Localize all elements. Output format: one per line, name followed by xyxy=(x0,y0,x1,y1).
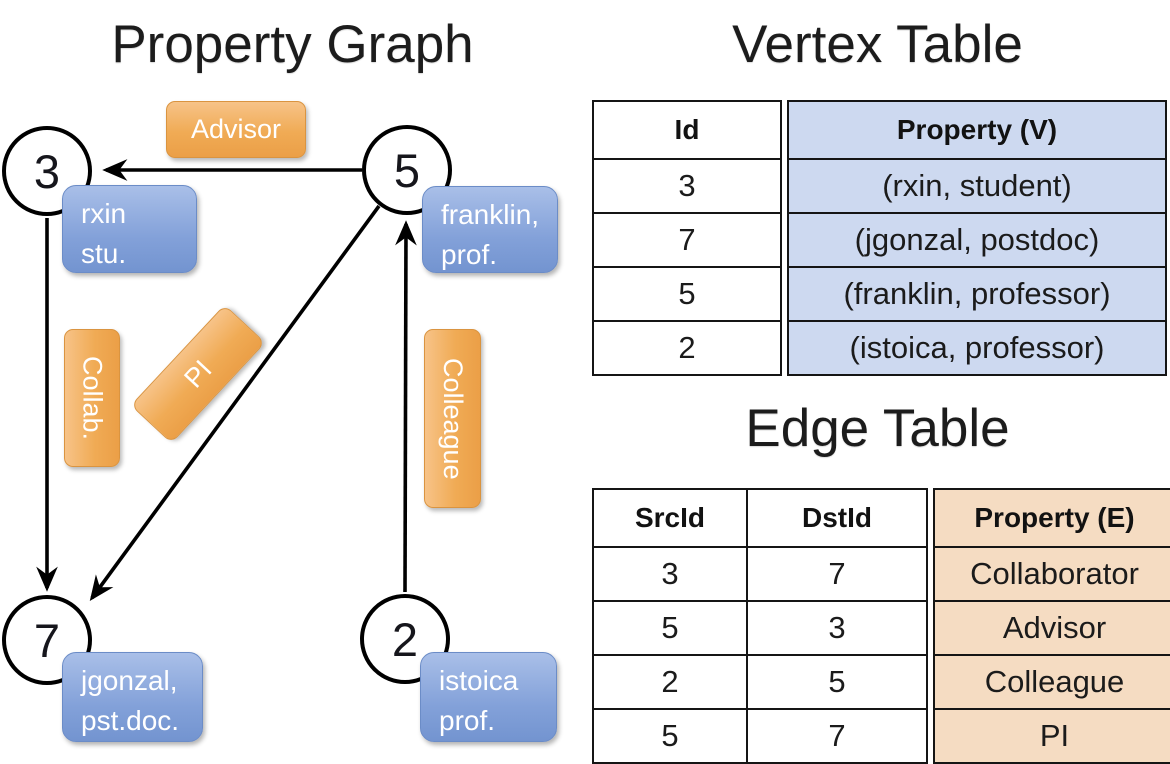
edge-label-colleague: Colleague xyxy=(424,329,481,508)
cell-property: (rxin, student) xyxy=(787,158,1167,214)
edge-table-title: Edge Table xyxy=(745,399,1010,458)
cell-dst: 5 xyxy=(746,654,928,710)
edge-table-row: PI xyxy=(933,708,1170,764)
edge-table-row: Advisor xyxy=(933,600,1170,656)
vertex-table-row: 5 xyxy=(592,266,782,322)
cell-id: 7 xyxy=(592,212,782,268)
edge-label-advisor: Advisor xyxy=(166,101,306,158)
edge-table-row: Colleague xyxy=(933,654,1170,710)
property-line: jgonzal, xyxy=(81,665,178,696)
cell-property: PI xyxy=(933,708,1170,764)
vertex-id-subtable: Id 3 7 5 2 xyxy=(592,100,782,376)
cell-property: (istoica, professor) xyxy=(787,320,1167,376)
col-header-dstid: DstId xyxy=(746,488,928,548)
vertex-table-row: (jgonzal, postdoc) xyxy=(787,212,1167,268)
cell-dst: 7 xyxy=(746,546,928,602)
property-line: rxin xyxy=(81,198,127,229)
cell-property: Advisor xyxy=(933,600,1170,656)
vertex-table-row: 2 xyxy=(592,320,782,376)
edge-pi-5-to-7 xyxy=(89,204,381,602)
node-id-label: 5 xyxy=(393,143,421,197)
property-line: istoica xyxy=(439,665,519,696)
col-header-property-e: Property (E) xyxy=(933,488,1170,548)
node-id-label: 2 xyxy=(391,612,419,666)
property-line: stu. xyxy=(81,237,127,269)
node-id-label: 7 xyxy=(33,613,61,667)
property-line: franklin, xyxy=(441,199,540,230)
cell-property: (jgonzal, postdoc) xyxy=(787,212,1167,268)
edge-property-subtable: Property (E) Collaborator Advisor Collea… xyxy=(933,488,1170,764)
edge-header-row: SrcId DstId xyxy=(592,488,928,548)
property-line: pst.doc. xyxy=(81,704,180,736)
cell-src: 3 xyxy=(592,546,748,602)
cell-id: 2 xyxy=(592,320,782,376)
vertex-table-row: 3 xyxy=(592,158,782,214)
cell-property: Colleague xyxy=(933,654,1170,710)
vertex-table: Id 3 7 5 2 Property (V) (rxin, student) … xyxy=(592,100,1167,376)
vertex-property-subtable: Property (V) (rxin, student) (jgonzal, p… xyxy=(787,100,1167,376)
col-header-srcid: SrcId xyxy=(592,488,748,548)
cell-property: Collaborator xyxy=(933,546,1170,602)
node-properties-2: istoica prof. xyxy=(420,652,557,742)
node-properties-7: jgonzal, pst.doc. xyxy=(62,652,203,742)
node-id-label: 3 xyxy=(33,144,61,198)
edge-table-row: 2 5 xyxy=(592,654,928,710)
node-properties-5: franklin, prof. xyxy=(422,186,558,273)
edge-label-collab: Collab. xyxy=(64,329,120,467)
cell-src: 5 xyxy=(592,600,748,656)
graph-edges-canvas xyxy=(36,159,417,602)
cell-dst: 3 xyxy=(746,600,928,656)
edge-ids-subtable: SrcId DstId 3 7 5 3 2 5 5 7 xyxy=(592,488,928,764)
graph-node-5: 5 xyxy=(362,125,452,215)
edge-table: SrcId DstId 3 7 5 3 2 5 5 7 Property (E) xyxy=(592,488,1170,764)
vertex-table-row: 7 xyxy=(592,212,782,268)
edge-table-row: 5 3 xyxy=(592,600,928,656)
vertex-table-row: (istoica, professor) xyxy=(787,320,1167,376)
edge-table-row: 3 7 xyxy=(592,546,928,602)
graph-node-2: 2 xyxy=(360,594,450,684)
property-line: prof. xyxy=(439,704,496,736)
cell-id: 5 xyxy=(592,266,782,322)
vertex-table-title: Vertex Table xyxy=(732,15,1023,74)
property-graph-title: Property Graph xyxy=(111,15,474,74)
edge-header-row: Property (E) xyxy=(933,488,1170,548)
tables-panel: Vertex Table Id 3 7 5 2 Property (V) (rx… xyxy=(585,0,1170,764)
cell-src: 5 xyxy=(592,708,748,764)
edge-table-row: Collaborator xyxy=(933,546,1170,602)
property-graph-panel: Property Graph 3 5 7 2 Advisor Collab. P… xyxy=(0,0,585,760)
node-properties-3: rxin stu. xyxy=(62,185,197,273)
vertex-header-row: Property (V) xyxy=(787,100,1167,160)
cell-property: (franklin, professor) xyxy=(787,266,1167,322)
col-header-id: Id xyxy=(592,100,782,160)
col-header-property-v: Property (V) xyxy=(787,100,1167,160)
property-line: prof. xyxy=(441,238,498,270)
cell-dst: 7 xyxy=(746,708,928,764)
vertex-table-row: (rxin, student) xyxy=(787,158,1167,214)
cell-src: 2 xyxy=(592,654,748,710)
edge-colleague-2-to-5 xyxy=(395,220,417,593)
vertex-table-row: (franklin, professor) xyxy=(787,266,1167,322)
cell-id: 3 xyxy=(592,158,782,214)
edge-table-row: 5 7 xyxy=(592,708,928,764)
vertex-header-row: Id xyxy=(592,100,782,160)
